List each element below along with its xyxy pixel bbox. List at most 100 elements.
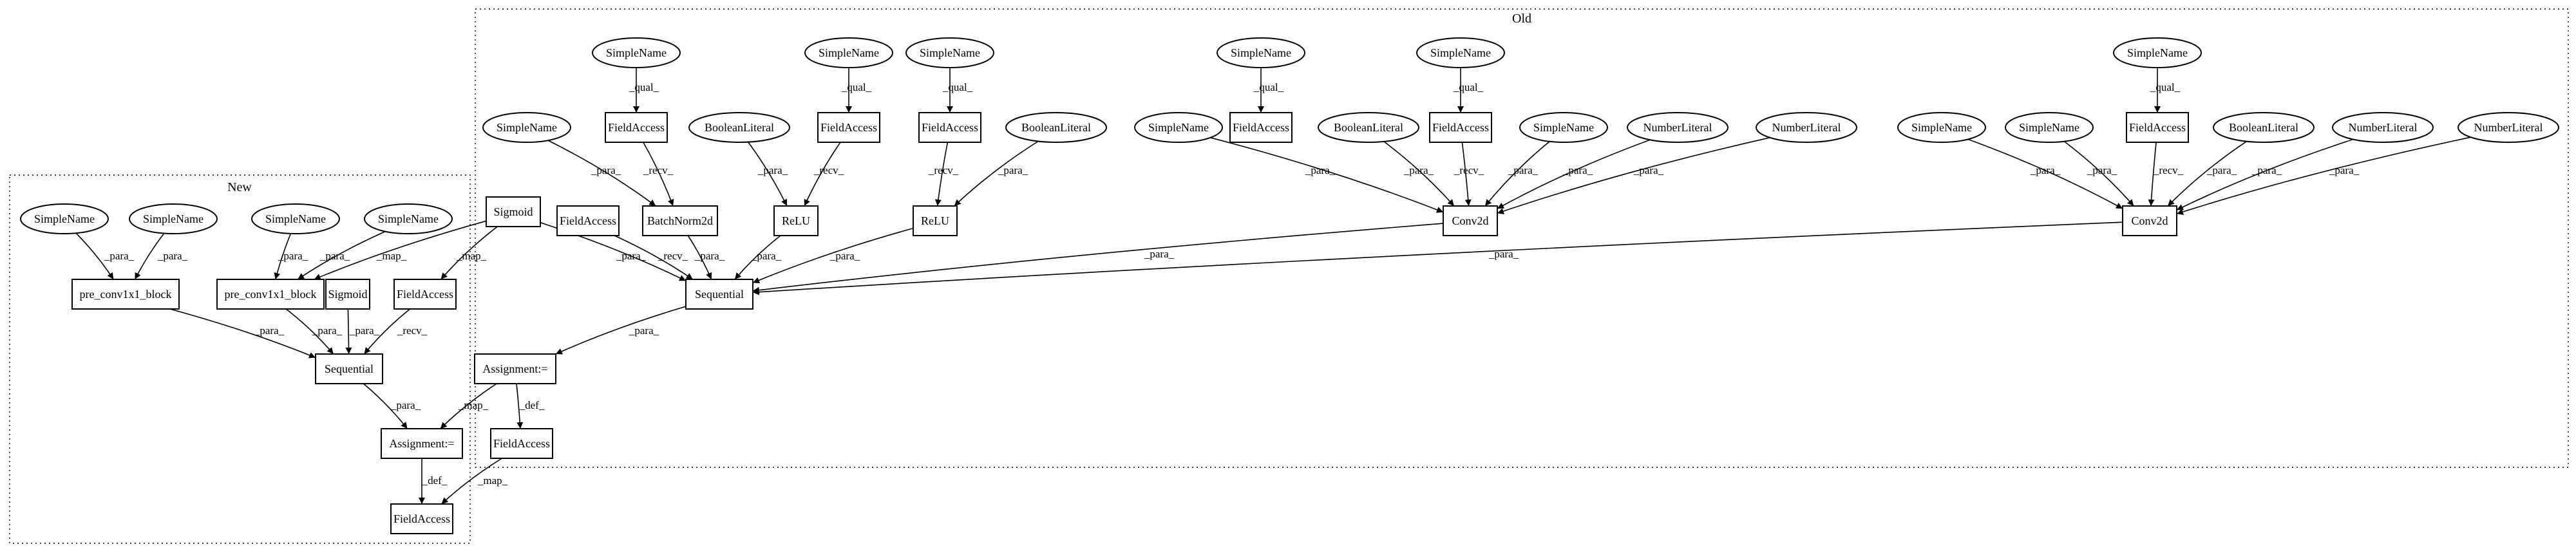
edge-o-nl3-to-o-conv2 — [2176, 138, 2354, 210]
edge-o-fa2-to-o-relu1 — [804, 142, 841, 207]
node-n-sn1[interactable]: SimpleName — [20, 203, 109, 234]
node-n-fa2[interactable]: FieldAccess — [390, 503, 453, 534]
edge-o-bl2-to-o-relu2 — [954, 140, 1039, 207]
node-o-sn11[interactable]: SimpleName — [2005, 112, 2094, 143]
edge-label-recv: _recv_ — [397, 324, 428, 337]
node-label: BooleanLiteral — [705, 121, 774, 134]
edge-label-recv: _recv_ — [2153, 164, 2184, 176]
edge-label-map: _map_ — [456, 250, 487, 262]
node-n-pre2[interactable]: pre_conv1x1_block — [216, 279, 325, 310]
node-o-assign[interactable]: Assignment:= — [474, 353, 556, 384]
node-label: NumberLiteral — [1772, 121, 1841, 134]
edge-o-sn9-to-o-conv1 — [1484, 141, 1550, 207]
node-o-fa5[interactable]: FieldAccess — [1429, 112, 1492, 143]
node-o-relu2[interactable]: ReLU — [913, 205, 958, 236]
node-o-sn4[interactable]: SimpleName — [1217, 37, 1305, 68]
node-box — [685, 279, 753, 310]
node-label: Assignment:= — [389, 437, 454, 450]
node-o-fa2[interactable]: FieldAccess — [817, 112, 880, 143]
node-n-sig[interactable]: Sigmoid — [325, 279, 370, 310]
node-o-sn7[interactable]: SimpleName — [482, 112, 571, 143]
node-o-nl3[interactable]: NumberLiteral — [2332, 112, 2434, 143]
node-n-sn3[interactable]: SimpleName — [251, 203, 340, 234]
node-o-sn2[interactable]: SimpleName — [804, 37, 893, 68]
node-o-fa7[interactable]: FieldAccess — [556, 205, 620, 236]
edge-n-sn2-to-n-pre1 — [134, 233, 165, 280]
node-o-sn6[interactable]: SimpleName — [2113, 37, 2202, 68]
edge-label-recv: _recv_ — [1454, 164, 1484, 176]
node-n-sn2[interactable]: SimpleName — [129, 203, 218, 234]
edge-o-nl2-to-o-conv1 — [1497, 137, 1770, 214]
edge-o-relu2-to-o-seq — [752, 227, 914, 284]
node-o-bl2[interactable]: BooleanLiteral — [1005, 112, 1107, 143]
edges: _qual__qual__qual__qual__qual__qual__rec… — [75, 67, 2471, 505]
node-ellipse — [1217, 37, 1305, 68]
node-ellipse — [1519, 112, 1608, 143]
node-o-relu1[interactable]: ReLU — [773, 205, 819, 236]
node-n-seq[interactable]: Sequential — [315, 353, 383, 384]
node-box — [71, 279, 180, 310]
node-label: pre_conv1x1_block — [225, 288, 317, 301]
node-box — [773, 205, 819, 236]
node-o-sn1[interactable]: SimpleName — [592, 37, 681, 68]
edge-label-para: _para_ — [390, 399, 421, 411]
node-box — [605, 112, 668, 143]
edge-label-para: _para_ — [312, 324, 343, 337]
node-label: Conv2d — [2131, 214, 2168, 227]
node-ellipse — [1756, 112, 1857, 143]
cluster-old-title: Old — [1512, 12, 1531, 26]
node-o-sn9[interactable]: SimpleName — [1519, 112, 1608, 143]
node-label: SimpleName — [1231, 46, 1291, 59]
node-box — [1443, 205, 1498, 236]
node-o-nl4[interactable]: NumberLiteral — [2458, 112, 2559, 143]
node-ellipse — [1897, 112, 1986, 143]
edge-label-map: _map_ — [477, 474, 508, 487]
edge-o-relu1-to-o-seq — [734, 235, 781, 280]
node-o-bl1[interactable]: BooleanLiteral — [688, 112, 790, 143]
edge-o-fa6-to-o-conv2 — [2148, 142, 2157, 207]
node-label: FieldAccess — [820, 121, 877, 134]
node-o-sn8[interactable]: SimpleName — [1134, 112, 1223, 143]
edge-o-nl1-to-o-conv1 — [1497, 139, 1651, 209]
edge-label-para: _para_ — [694, 250, 725, 262]
edge-label-para: _para_ — [1144, 248, 1175, 260]
edge-label-para: _para_ — [2206, 164, 2237, 176]
node-o-bl4[interactable]: BooleanLiteral — [2213, 112, 2315, 143]
edge-o-seq-to-o-assign — [555, 306, 687, 355]
node-ellipse — [2332, 112, 2434, 143]
node-o-conv2[interactable]: Conv2d — [2122, 205, 2177, 236]
node-label: BooleanLiteral — [1334, 121, 1403, 134]
node-ellipse — [1416, 37, 1505, 68]
node-o-fa6[interactable]: FieldAccess — [2126, 112, 2189, 143]
node-o-fa8[interactable]: FieldAccess — [490, 428, 553, 459]
node-o-seq[interactable]: Sequential — [685, 279, 753, 310]
node-o-nl2[interactable]: NumberLiteral — [1756, 112, 1857, 143]
node-n-fa1[interactable]: FieldAccess — [393, 279, 457, 310]
node-n-pre1[interactable]: pre_conv1x1_block — [71, 279, 180, 310]
node-n-sn4[interactable]: SimpleName — [364, 203, 453, 234]
edge-label-def: _def_ — [422, 474, 448, 487]
edge-n-sn4-to-n-pre2 — [297, 230, 386, 280]
node-o-sn5[interactable]: SimpleName — [1416, 37, 1505, 68]
edge-label-qual: _qual_ — [1253, 81, 1284, 93]
edge-label-para: _para_ — [616, 250, 647, 262]
node-label: SimpleName — [265, 212, 326, 225]
edge-label-map: _map_ — [458, 399, 489, 411]
node-o-fa1[interactable]: FieldAccess — [605, 112, 668, 143]
node-o-bn[interactable]: BatchNorm2d — [642, 205, 718, 236]
node-o-bl3[interactable]: BooleanLiteral — [1318, 112, 1419, 143]
edge-o-sig-to-n-pre2 — [314, 220, 487, 280]
edge-label-map: _map_ — [376, 250, 407, 262]
node-o-nl1[interactable]: NumberLiteral — [1627, 112, 1728, 143]
node-o-sn10[interactable]: SimpleName — [1897, 112, 1986, 143]
node-o-sig[interactable]: Sigmoid — [486, 196, 541, 227]
node-label: NumberLiteral — [1643, 121, 1712, 134]
edge-o-nl4-to-o-conv2 — [2176, 136, 2471, 215]
node-o-conv1[interactable]: Conv2d — [1443, 205, 1498, 236]
node-o-fa4[interactable]: FieldAccess — [1229, 112, 1293, 143]
node-o-sn3[interactable]: SimpleName — [905, 37, 994, 68]
node-n-assign[interactable]: Assignment:= — [381, 428, 463, 459]
edge-label-para: _para_ — [157, 250, 188, 262]
edge-label-para: _para_ — [2087, 164, 2117, 176]
node-o-fa3[interactable]: FieldAccess — [918, 112, 981, 143]
